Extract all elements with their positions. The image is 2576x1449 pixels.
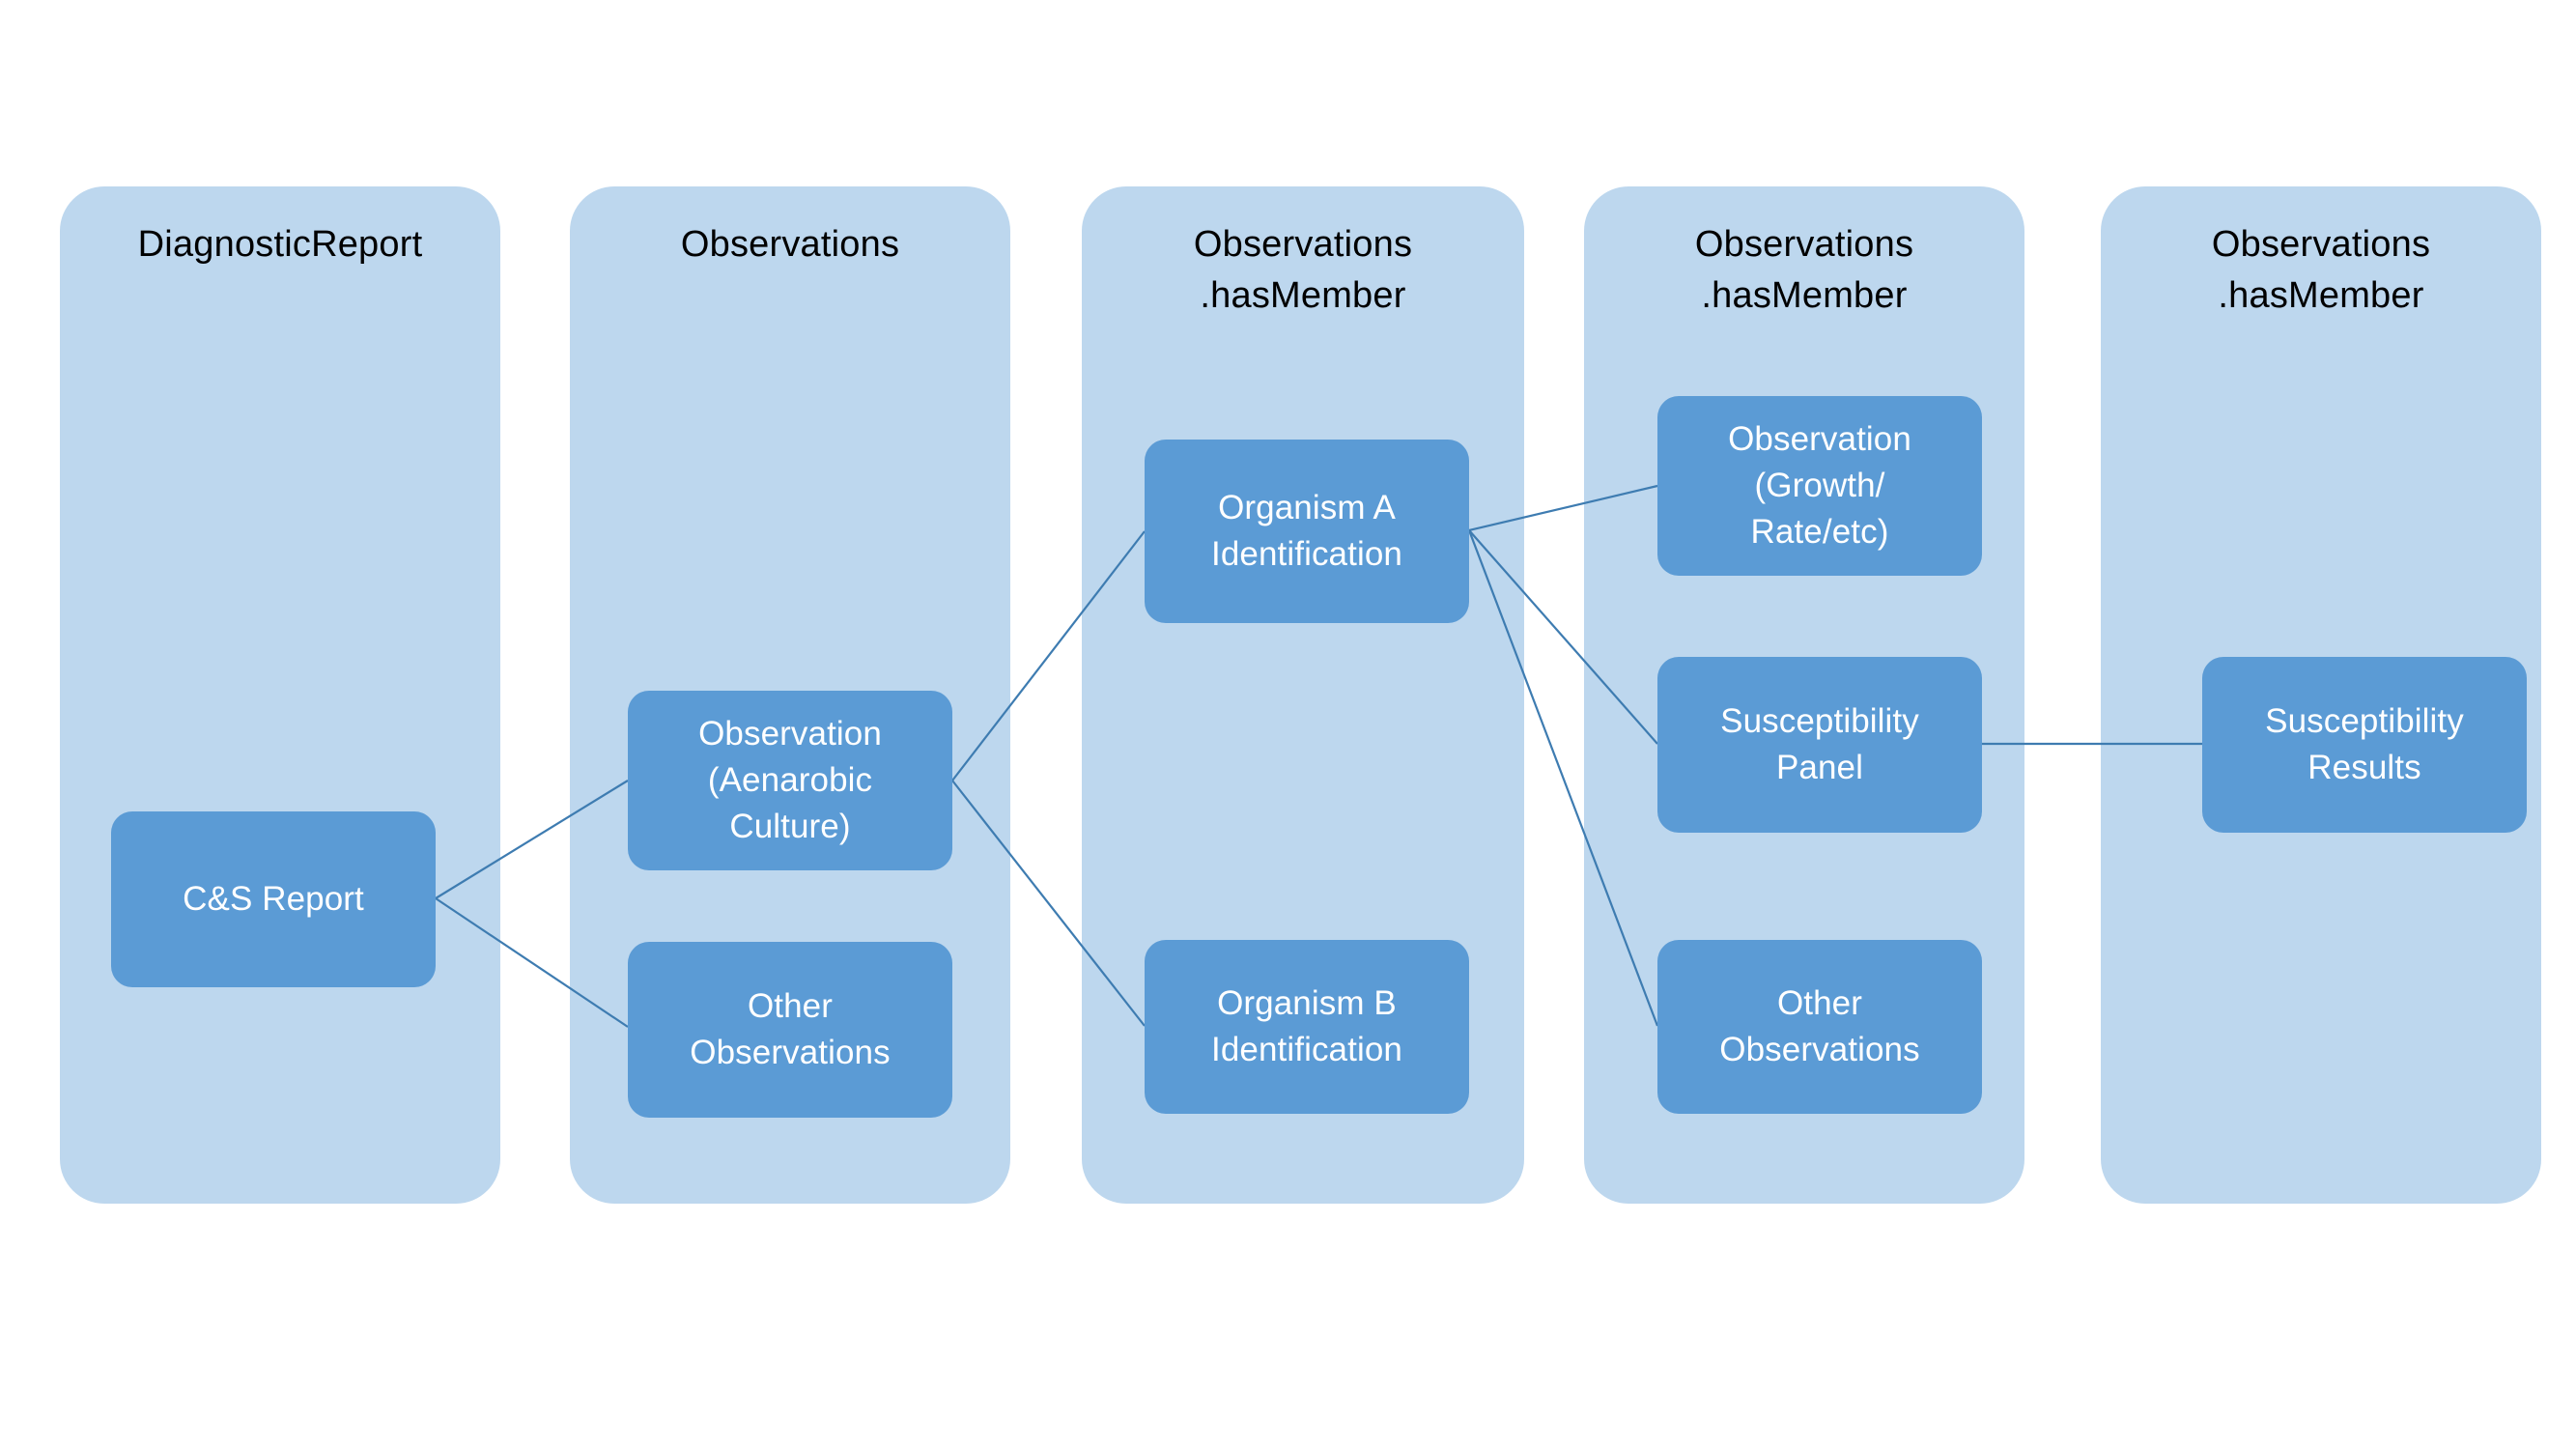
panel-title-hasmember-2: Observations .hasMember: [1694, 224, 1914, 316]
node-label-cs-report: C&S Report: [183, 880, 364, 918]
node-susceptibility-results[interactable]: Susceptibility Results: [2202, 657, 2527, 833]
node-label-obs-aenarobic: Observation (Aenarobic Culture): [698, 715, 882, 845]
node-obs-other-col2[interactable]: Other Observations: [628, 942, 952, 1118]
node-organism-b[interactable]: Organism B Identification: [1145, 940, 1469, 1114]
node-label-obs-other-col4: Other Observations: [1719, 984, 1920, 1068]
panel-title-observations: Observations: [680, 224, 900, 265]
node-label-susceptibility-panel: Susceptibility Panel: [1720, 702, 1919, 786]
node-organism-a[interactable]: Organism A Identification: [1145, 440, 1469, 623]
node-susceptibility-panel[interactable]: Susceptibility Panel: [1657, 657, 1982, 833]
node-obs-growth-rate[interactable]: Observation (Growth/ Rate/etc): [1657, 396, 1982, 576]
panel-title-hasmember-3: Observations .hasMember: [2211, 224, 2431, 316]
node-label-obs-growth-rate: Observation (Growth/ Rate/etc): [1728, 420, 1911, 551]
node-label-susceptibility-results: Susceptibility Results: [2265, 702, 2464, 786]
node-label-organism-b: Organism B Identification: [1211, 984, 1402, 1068]
node-obs-aenarobic[interactable]: Observation (Aenarobic Culture): [628, 691, 952, 870]
node-obs-other-col4[interactable]: Other Observations: [1657, 940, 1982, 1114]
node-cs-report[interactable]: C&S Report: [111, 811, 436, 987]
panel-diagnosticreport[interactable]: DiagnosticReport: [60, 186, 500, 1204]
node-label-obs-other-col2: Other Observations: [690, 987, 891, 1071]
panel-title-diagnosticreport: DiagnosticReport: [137, 224, 423, 265]
node-label-organism-a: Organism A Identification: [1211, 489, 1402, 573]
panel-title-hasmember-1: Observations .hasMember: [1193, 224, 1413, 316]
